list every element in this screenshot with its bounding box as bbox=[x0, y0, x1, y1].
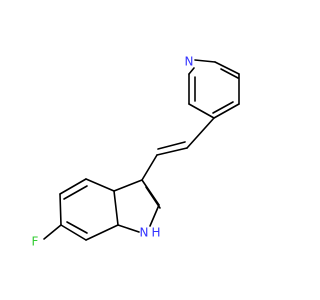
bond bbox=[60, 224, 87, 241]
bond bbox=[188, 67, 195, 75]
indole-hydrogen-label: H bbox=[151, 226, 160, 240]
bond bbox=[85, 178, 115, 192]
bond bbox=[117, 224, 140, 233]
bond bbox=[113, 179, 143, 192]
bond bbox=[220, 68, 239, 79]
bond bbox=[214, 61, 240, 75]
bond bbox=[186, 117, 215, 149]
bond bbox=[188, 103, 215, 119]
bond bbox=[149, 204, 160, 227]
bond bbox=[43, 224, 62, 240]
bond bbox=[141, 154, 158, 181]
bond bbox=[145, 186, 161, 209]
bond bbox=[66, 221, 88, 234]
indole-nitrogen-label: N bbox=[140, 226, 149, 240]
pyridine-ring bbox=[188, 59, 240, 119]
bond bbox=[194, 59, 216, 63]
bond bbox=[63, 185, 88, 200]
bond bbox=[59, 178, 87, 195]
vinyl-linker bbox=[141, 117, 215, 181]
bond bbox=[156, 147, 188, 156]
bond bbox=[59, 193, 62, 226]
fluorine-label: F bbox=[32, 235, 39, 249]
bond bbox=[213, 103, 240, 119]
indole-ring bbox=[43, 178, 161, 241]
bond bbox=[113, 190, 119, 226]
bond bbox=[212, 101, 234, 114]
molecule-diagram: N F N H bbox=[32, 55, 240, 249]
bond bbox=[85, 224, 119, 241]
pyridine-nitrogen-label: N bbox=[185, 55, 194, 69]
bond bbox=[157, 141, 186, 150]
